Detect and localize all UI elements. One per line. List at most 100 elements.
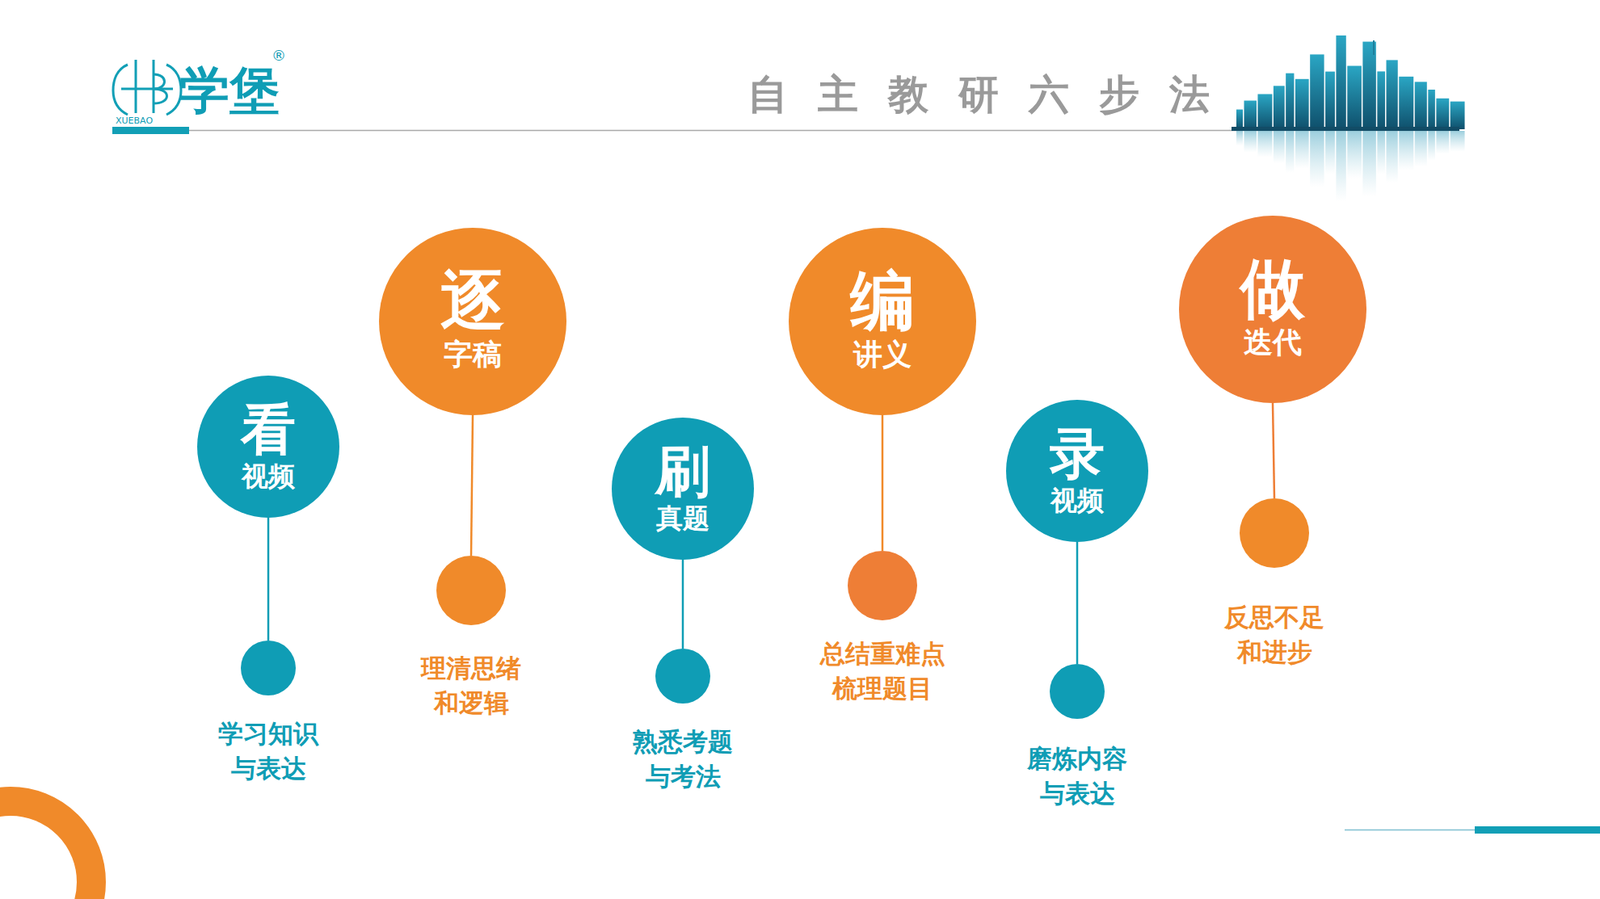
step-keyword: 刷 <box>655 442 711 503</box>
building-reflection <box>1450 130 1466 152</box>
step-description: 总结重难点 梳理题目 <box>820 636 946 707</box>
step-circle: 刷真题 <box>611 417 754 560</box>
circle-fill <box>436 555 506 626</box>
building-reflection <box>1362 130 1376 197</box>
circle-fill <box>1006 400 1149 543</box>
step-subtitle: 讲义 <box>853 336 912 372</box>
circle-content: 编讲义 <box>788 227 977 416</box>
building <box>1257 93 1272 130</box>
connector-line <box>1076 542 1079 665</box>
connector-line <box>881 415 885 552</box>
step-dot: 学习知识 与表达 <box>240 640 296 696</box>
circle-shape <box>847 551 918 621</box>
circle-fill <box>788 227 977 416</box>
building <box>1376 71 1386 130</box>
building <box>1309 54 1324 130</box>
building-reflection <box>1295 130 1310 169</box>
step-description: 磨炼内容 与表达 <box>1027 741 1128 812</box>
step-dot: 反思不足 和进步 <box>1239 498 1310 569</box>
building <box>1295 79 1310 130</box>
logo-icon <box>113 59 182 115</box>
building-reflection <box>1376 130 1386 175</box>
circle-content: 做迭代 <box>1178 215 1367 404</box>
step-description: 理清思绪 和逻辑 <box>421 651 522 721</box>
circle-shape <box>240 640 296 696</box>
step-circle: 录视频 <box>1006 400 1149 543</box>
building-reflection <box>1386 130 1398 183</box>
building-reflection <box>1398 130 1414 171</box>
connector-line <box>267 517 270 641</box>
step-description: 学习知识 与表达 <box>218 716 319 787</box>
step-subtitle: 字稿 <box>443 336 502 372</box>
step-dot: 磨炼内容 与表达 <box>1049 664 1105 720</box>
logo-text: 学堡 <box>179 56 280 125</box>
step-keyword: 编 <box>850 265 915 337</box>
connector-line <box>1272 403 1275 499</box>
step-subtitle: 迭代 <box>1243 324 1302 360</box>
page-title: 自主教研六步法 <box>747 67 1240 123</box>
step-description: 反思不足 和进步 <box>1224 600 1325 670</box>
circle-shape <box>436 555 506 626</box>
step-subtitle: 视频 <box>241 460 295 493</box>
corner-arc <box>0 801 92 899</box>
registered-mark: ® <box>271 46 287 64</box>
building <box>1414 81 1428 130</box>
building <box>1427 89 1436 130</box>
step-circle: 逐字稿 <box>378 227 567 416</box>
building <box>1335 35 1346 130</box>
step-circle: 做迭代 <box>1178 215 1367 404</box>
connector-line <box>471 415 473 556</box>
step-keyword: 看 <box>240 400 296 461</box>
step-dot: 理清思绪 和逻辑 <box>436 555 506 626</box>
city-skyline <box>1231 35 1466 202</box>
building-reflection <box>1427 130 1436 161</box>
building-reflection <box>1285 130 1294 173</box>
circle-shape <box>1049 664 1105 720</box>
building <box>1273 85 1285 130</box>
logo-subtext: XUEBAO <box>115 115 153 127</box>
step-dot: 总结重难点 梳理题目 <box>847 551 918 621</box>
building <box>1450 101 1466 130</box>
building <box>1325 71 1335 130</box>
circle-fill <box>611 417 754 560</box>
building-reflection <box>1309 130 1324 187</box>
footer-bar <box>1474 826 1600 834</box>
step-keyword: 录 <box>1049 424 1105 485</box>
circle-fill <box>847 551 918 621</box>
building-reflection <box>1335 130 1346 202</box>
building <box>1398 76 1414 130</box>
building-reflection <box>1244 130 1257 153</box>
circle-fill <box>240 640 296 696</box>
circle-fill <box>1049 664 1105 720</box>
building <box>1244 101 1257 130</box>
circle-content: 逐字稿 <box>378 227 567 416</box>
building <box>1386 59 1398 130</box>
building <box>1435 98 1449 130</box>
step-subtitle: 真题 <box>656 502 710 535</box>
step-circle: 编讲义 <box>788 227 977 416</box>
circle-shape <box>655 648 711 704</box>
footer-rule <box>1344 829 1475 832</box>
building <box>1285 73 1294 130</box>
building-reflection <box>1347 130 1362 179</box>
building <box>1347 66 1362 130</box>
step-description: 熟悉考题 与考法 <box>632 724 733 795</box>
building-reflection <box>1435 130 1449 155</box>
spire <box>1372 40 1375 55</box>
building-reflection <box>1236 130 1243 146</box>
step-keyword: 做 <box>1240 253 1306 325</box>
step-circle: 看视频 <box>197 375 340 518</box>
circle-shape <box>1239 498 1310 569</box>
circle-fill <box>1239 498 1310 569</box>
circle-fill <box>655 648 711 704</box>
circle-fill <box>378 227 567 416</box>
building-reflection <box>1414 130 1428 167</box>
step-subtitle: 视频 <box>1050 484 1104 518</box>
building-reflection <box>1273 130 1285 164</box>
step-dot: 熟悉考题 与考法 <box>655 648 711 704</box>
logo-bar <box>112 126 190 135</box>
circle-content: 录视频 <box>1006 400 1149 543</box>
circle-fill <box>197 375 340 518</box>
step-keyword: 逐 <box>440 265 506 337</box>
